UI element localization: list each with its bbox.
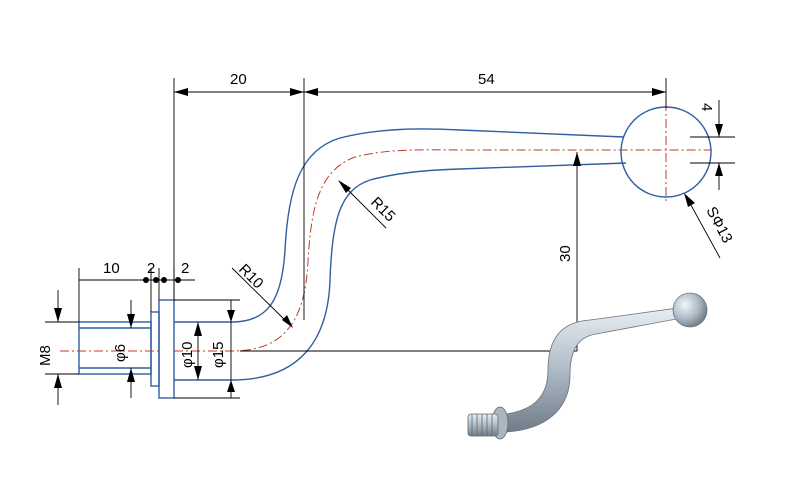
part-3d-render <box>467 292 708 440</box>
dimension-lines <box>45 78 735 405</box>
dim-sphere: SΦ13 <box>702 204 735 246</box>
render-rod <box>497 307 683 433</box>
dim-20: 20 <box>230 71 247 88</box>
dim-phi15: φ15 <box>210 342 227 368</box>
dim-r15: R15 <box>367 194 398 225</box>
dim-2b: 2 <box>181 260 189 277</box>
dim-2a: 2 <box>147 260 155 277</box>
dim-4: 4 <box>698 103 715 111</box>
dim-10: 10 <box>103 260 120 277</box>
rod-upper-edge <box>174 128 625 323</box>
part-outline <box>78 106 712 399</box>
centerlines <box>60 102 712 352</box>
dim-30: 30 <box>557 245 574 262</box>
dim-r10: R10 <box>235 261 266 292</box>
dim-phi6: φ6 <box>112 344 129 362</box>
rod-lower-edge <box>174 162 627 381</box>
render-ball <box>672 292 708 328</box>
dim-54: 54 <box>478 71 495 88</box>
flange <box>158 299 175 399</box>
render-thread <box>467 413 499 437</box>
dim-m8: M8 <box>37 345 54 366</box>
dim-phi10: φ10 <box>179 342 196 368</box>
